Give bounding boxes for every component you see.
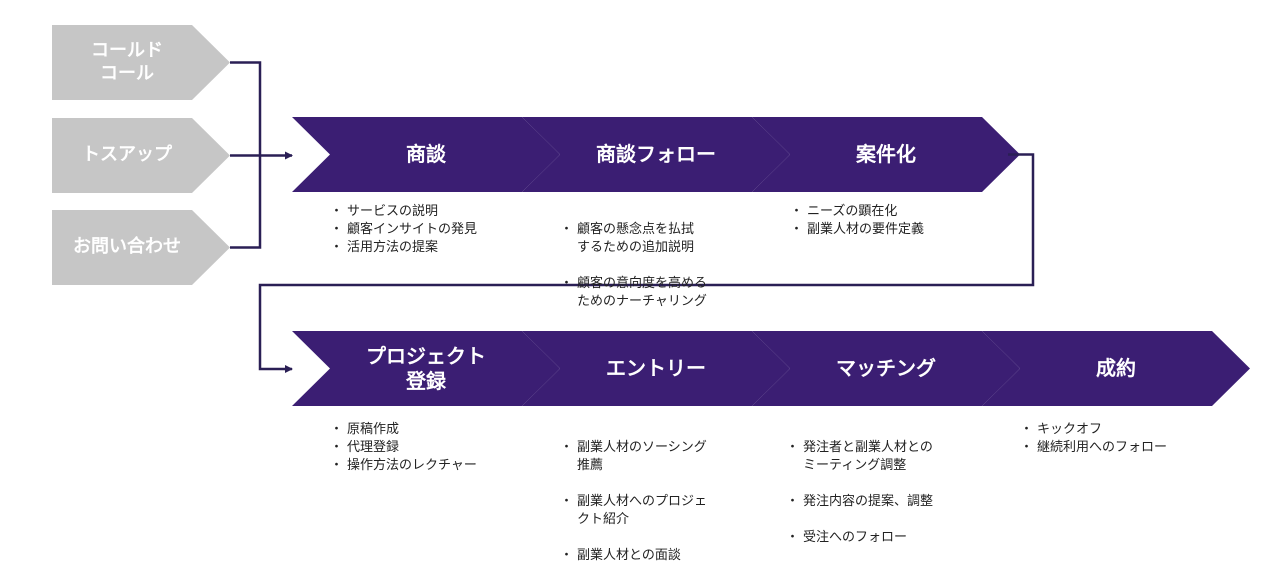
sources-merge-connector xyxy=(230,61,292,249)
bullet-item: 顧客の意向度を高める ためのナーチャリング xyxy=(560,275,763,311)
source-label-toss-up: トスアップ xyxy=(82,144,172,166)
step-label-matching: マッチング xyxy=(836,356,936,380)
process-step-entry xyxy=(522,331,790,406)
step-bullets-contract: キックオフ 継続利用へのフォロー xyxy=(1020,421,1223,457)
bullet-item: キックオフ xyxy=(1020,421,1223,439)
step-label-contract: 成約 xyxy=(1096,356,1136,380)
bullet-item: 代理登録 xyxy=(330,439,533,457)
step-label-entry: エントリー xyxy=(606,356,706,380)
step-bullets-anken-ka: ニーズの顕在化 副業人材の要件定義 xyxy=(790,203,993,239)
bullet-item: 顧客の懸念点を払拭 するための追加説明 xyxy=(560,221,763,257)
bullet-item: ニーズの顕在化 xyxy=(790,203,993,221)
step-label-project-registration: プロジェクト 登録 xyxy=(366,343,486,393)
bullet-item: 原稿作成 xyxy=(330,421,533,439)
bullet-item: 副業人材との面談 xyxy=(560,547,763,565)
step-label-shodan-follow: 商談フォロー xyxy=(596,142,716,166)
step-bullets-project-registration: 原稿作成 代理登録 操作方法のレクチャー xyxy=(330,421,533,475)
process-step-matching xyxy=(752,331,1020,406)
bullet-item: 受注へのフォロー xyxy=(786,529,999,547)
bullet-item: 副業人材のソーシング 推薦 xyxy=(560,439,763,475)
process-step-shodan-follow xyxy=(522,117,790,192)
source-shape-toss-up xyxy=(52,118,230,193)
source-label-cold-call: コールド コール xyxy=(91,40,163,84)
step-label-anken-ka: 案件化 xyxy=(856,142,916,166)
bullet-item: 活用方法の提案 xyxy=(330,239,533,257)
source-shape-cold-call xyxy=(52,25,230,100)
process-step-shodan xyxy=(292,117,560,192)
step-bullets-shodan-follow: 顧客の懸念点を払拭 するための追加説明 顧客の意向度を高める ためのナーチャリン… xyxy=(560,203,763,329)
source-label-inquiry: お問い合わせ xyxy=(73,236,181,258)
bullet-item: 継続利用へのフォロー xyxy=(1020,439,1223,457)
process-step-project-registration xyxy=(292,331,560,406)
step-bullets-entry: 副業人材のソーシング 推薦 副業人材へのプロジェ クト紹介 副業人材との面談 xyxy=(560,421,763,583)
source-shape-inquiry xyxy=(52,210,230,285)
bullet-item: 顧客インサイトの発見 xyxy=(330,221,533,239)
step-bullets-matching: 発注者と副業人材との ミーティング調整 発注内容の提案、調整 受注へのフォロー xyxy=(786,421,999,565)
step-label-shodan: 商談 xyxy=(406,142,446,166)
process-step-contract xyxy=(982,331,1250,406)
bullet-item: 発注内容の提案、調整 xyxy=(786,493,999,511)
bullet-item: 副業人材へのプロジェ クト紹介 xyxy=(560,493,763,529)
process-step-anken-ka xyxy=(752,117,1020,192)
bullet-item: 操作方法のレクチャー xyxy=(330,457,533,475)
bullet-item: 発注者と副業人材との ミーティング調整 xyxy=(786,439,999,475)
bullet-item: 副業人材の要件定義 xyxy=(790,221,993,239)
step-bullets-shodan: サービスの説明 顧客インサイトの発見 活用方法の提案 xyxy=(330,203,533,257)
bullet-item: サービスの説明 xyxy=(330,203,533,221)
